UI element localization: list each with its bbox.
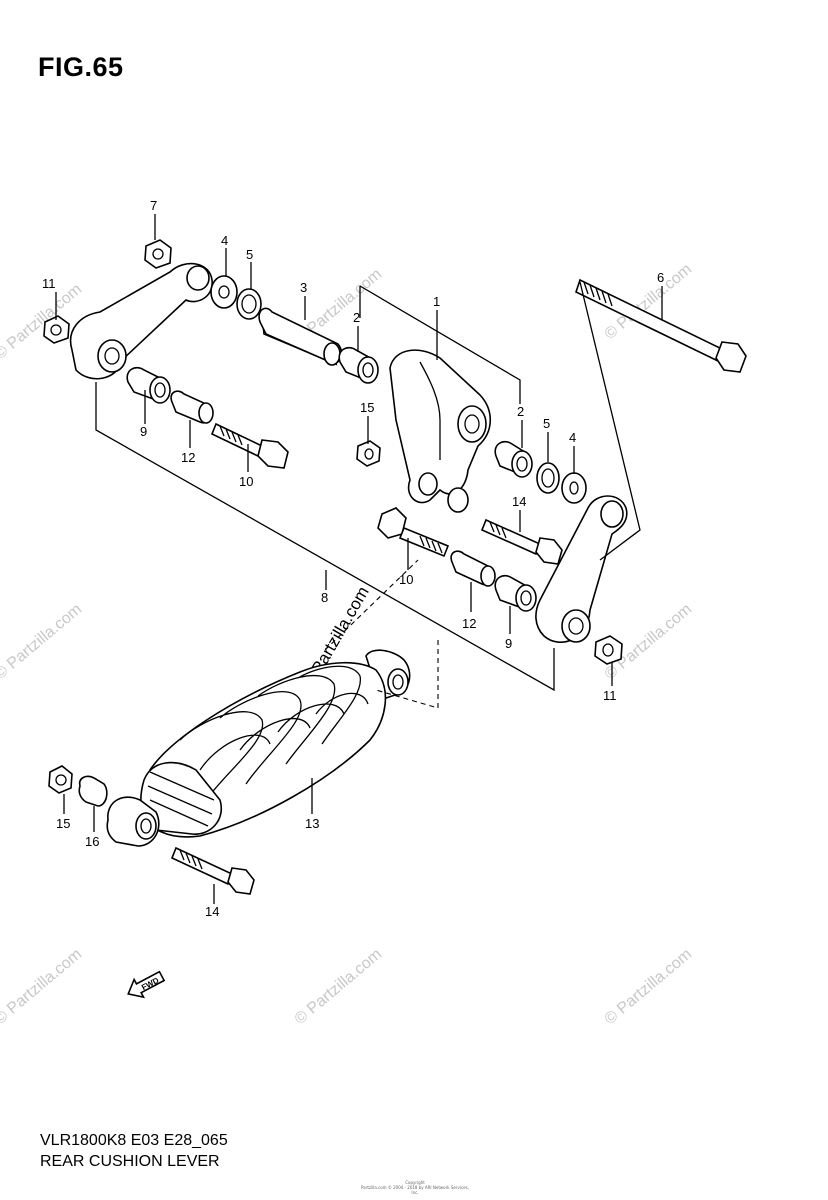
copyright-notice: Copyright Partzilla.com © 2004 - 2018 by… — [360, 1180, 470, 1195]
model-code: VLR1800K8 E03 E28_065 — [40, 1132, 228, 1149]
callout-5-upper: 5 — [246, 247, 253, 262]
callout-16: 16 — [85, 834, 99, 849]
nut-15-upper — [356, 440, 381, 467]
bolt-10-lower — [377, 507, 450, 558]
bolt-14-lower — [170, 846, 255, 895]
leader-lines — [55, 214, 663, 904]
spacer-3 — [258, 307, 343, 366]
bearing-2-right — [494, 440, 533, 478]
callout-8: 8 — [321, 590, 328, 605]
callout-4-upper: 4 — [221, 233, 228, 248]
left-link-rod — [69, 262, 213, 380]
figure-title: FIG.65 — [38, 52, 124, 82]
callout-1: 1 — [433, 294, 440, 309]
callout-10-lower: 10 — [399, 572, 413, 587]
callout-3: 3 — [300, 280, 307, 295]
callout-9-lower: 9 — [505, 636, 512, 651]
callout-numbers: 7 4 5 3 2 1 6 11 2 5 4 15 14 9 12 10 8 1… — [42, 198, 664, 919]
bearing-9-upper — [126, 366, 171, 404]
callout-2-right: 2 — [517, 404, 524, 419]
callout-15-lower: 15 — [56, 816, 70, 831]
nut-11-left — [43, 315, 70, 344]
callout-7: 7 — [150, 198, 157, 213]
copyright-line-1: Copyright — [405, 1180, 425, 1185]
spacer-12-lower — [450, 550, 496, 587]
callout-4-right: 4 — [569, 430, 576, 445]
bearing-2-upper — [338, 346, 379, 384]
forward-arrow-icon: FWD — [127, 970, 166, 999]
nut-7 — [144, 239, 172, 269]
seal-5-right — [536, 462, 560, 494]
part-name: REAR CUSHION LEVER — [40, 1153, 220, 1170]
callout-15-upper: 15 — [360, 400, 374, 415]
callout-14-middle: 14 — [512, 494, 526, 509]
callout-11-right: 11 — [603, 688, 617, 703]
watermark-text: © Partzilla.com — [0, 601, 85, 683]
nut-15-lower — [48, 765, 73, 794]
cushion-lever-1 — [389, 349, 492, 513]
right-link-rod — [535, 495, 628, 644]
bolt-10-upper — [210, 422, 289, 469]
callout-14-lower: 14 — [205, 904, 219, 919]
callout-11-left: 11 — [42, 276, 56, 291]
bolt-14-middle — [480, 518, 563, 565]
spacer-12-upper — [170, 390, 214, 424]
watermark-text: © Partzilla.com — [0, 946, 85, 1028]
copyright-line-2: Partzilla.com © 2004 - 2018 by ARI Netwo… — [360, 1185, 469, 1195]
washer-4-upper — [210, 275, 238, 309]
bolt-6 — [575, 278, 747, 373]
callout-12-upper: 12 — [181, 450, 195, 465]
callout-5-right: 5 — [543, 416, 550, 431]
callout-13: 13 — [305, 816, 319, 831]
watermark-text: © Partzilla.com — [602, 946, 696, 1028]
callout-10-upper: 10 — [239, 474, 253, 489]
callout-12-lower: 12 — [462, 616, 476, 631]
collar-16 — [78, 775, 108, 807]
nut-11-right — [594, 635, 623, 665]
shock-absorber-13 — [106, 649, 411, 847]
callout-6: 6 — [657, 270, 664, 285]
callout-2-upper: 2 — [353, 310, 360, 325]
seal-5-upper — [236, 288, 262, 320]
watermark-text: © Partzilla.com — [292, 946, 386, 1028]
bearing-9-lower — [494, 574, 537, 612]
washer-4-right — [561, 472, 587, 504]
callout-9-upper: 9 — [140, 424, 147, 439]
